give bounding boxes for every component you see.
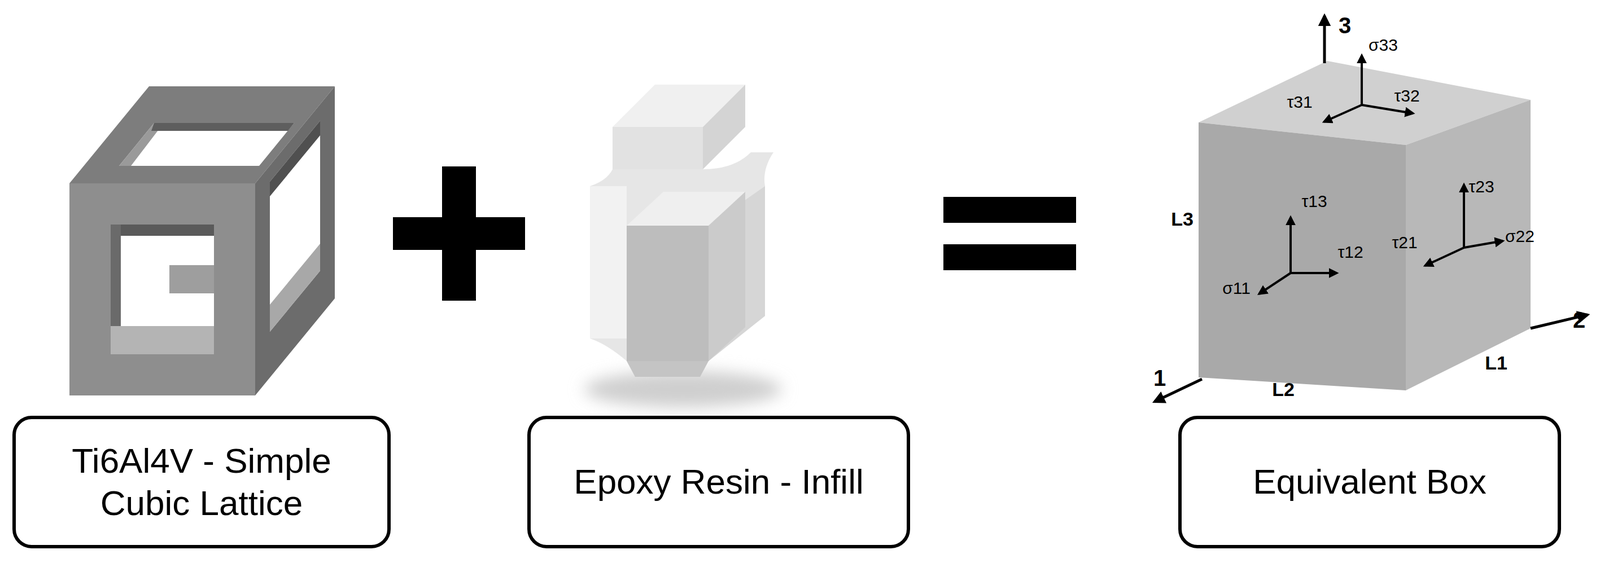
axis-label: τ31 xyxy=(1286,93,1313,111)
illustration-part xyxy=(151,123,295,131)
illustration-part xyxy=(589,152,774,362)
illustration-part xyxy=(1360,55,1363,106)
axis-label: L1 xyxy=(1484,353,1508,373)
equivalent-box xyxy=(1198,60,1531,391)
axis-label: τ32 xyxy=(1393,87,1420,105)
illustration-part xyxy=(110,224,214,355)
illustration-part xyxy=(626,361,709,378)
illustration-part xyxy=(702,84,746,170)
lattice-cube xyxy=(69,86,335,396)
illustration-part xyxy=(269,243,321,332)
illustration-part xyxy=(626,225,709,362)
axis-label: L2 xyxy=(1271,379,1295,400)
axis-label: σ33 xyxy=(1368,36,1398,54)
illustration-part xyxy=(1198,122,1406,391)
caption-box: Epoxy Resin - Infill xyxy=(527,416,911,549)
axis-label: 3 xyxy=(1338,14,1352,37)
illustration-part xyxy=(119,123,295,166)
box-label: Equivalent Box xyxy=(1252,461,1487,504)
axis-label: 2 xyxy=(1572,308,1586,332)
equals-sign xyxy=(943,197,1077,271)
axis-label: σ22 xyxy=(1505,228,1535,246)
illustration-part xyxy=(1462,184,1466,248)
axis-label: 1 xyxy=(1153,366,1166,390)
illustration-part xyxy=(110,224,214,236)
illustration-part xyxy=(1361,105,1414,114)
illustration-part xyxy=(1323,105,1362,122)
epoxy-infill xyxy=(584,84,782,408)
illustration-part xyxy=(1290,272,1337,275)
illustration-part xyxy=(442,166,476,301)
plus-sign xyxy=(392,166,526,301)
axis-label: τ23 xyxy=(1468,178,1494,196)
illustration-part xyxy=(589,186,627,339)
illustration-part xyxy=(708,191,746,362)
illustration-part xyxy=(269,120,321,197)
illustration-part xyxy=(943,197,1077,224)
illustration-part xyxy=(1405,99,1531,391)
box-label: Ti6Al4V - Simple Cubic Lattice xyxy=(31,440,372,525)
axis-label: τ12 xyxy=(1337,243,1363,261)
caption-box: Equivalent Box xyxy=(1178,416,1562,549)
illustration-part xyxy=(1323,15,1327,64)
stress-arrows xyxy=(1258,55,1503,295)
axis-arrows xyxy=(1154,15,1588,402)
axis-label: σ11 xyxy=(1222,280,1251,297)
illustration-part xyxy=(110,326,214,355)
axis-label: τ21 xyxy=(1391,234,1418,252)
illustration-part xyxy=(1424,247,1464,266)
axis-label: τ13 xyxy=(1301,193,1327,211)
illustration-part xyxy=(1289,217,1292,274)
illustration-part xyxy=(943,244,1077,271)
axis-label: L3 xyxy=(1170,209,1194,229)
illustration-part xyxy=(269,120,321,332)
illustration-part xyxy=(169,265,214,294)
illustration-part xyxy=(69,183,256,396)
illustration-part xyxy=(1463,241,1503,248)
illustration-part xyxy=(1258,273,1291,295)
caption-box: Ti6Al4V - Simple Cubic Lattice xyxy=(12,416,391,549)
illustration-part xyxy=(612,127,703,170)
box-label: Epoxy Resin - Infill xyxy=(573,461,864,504)
